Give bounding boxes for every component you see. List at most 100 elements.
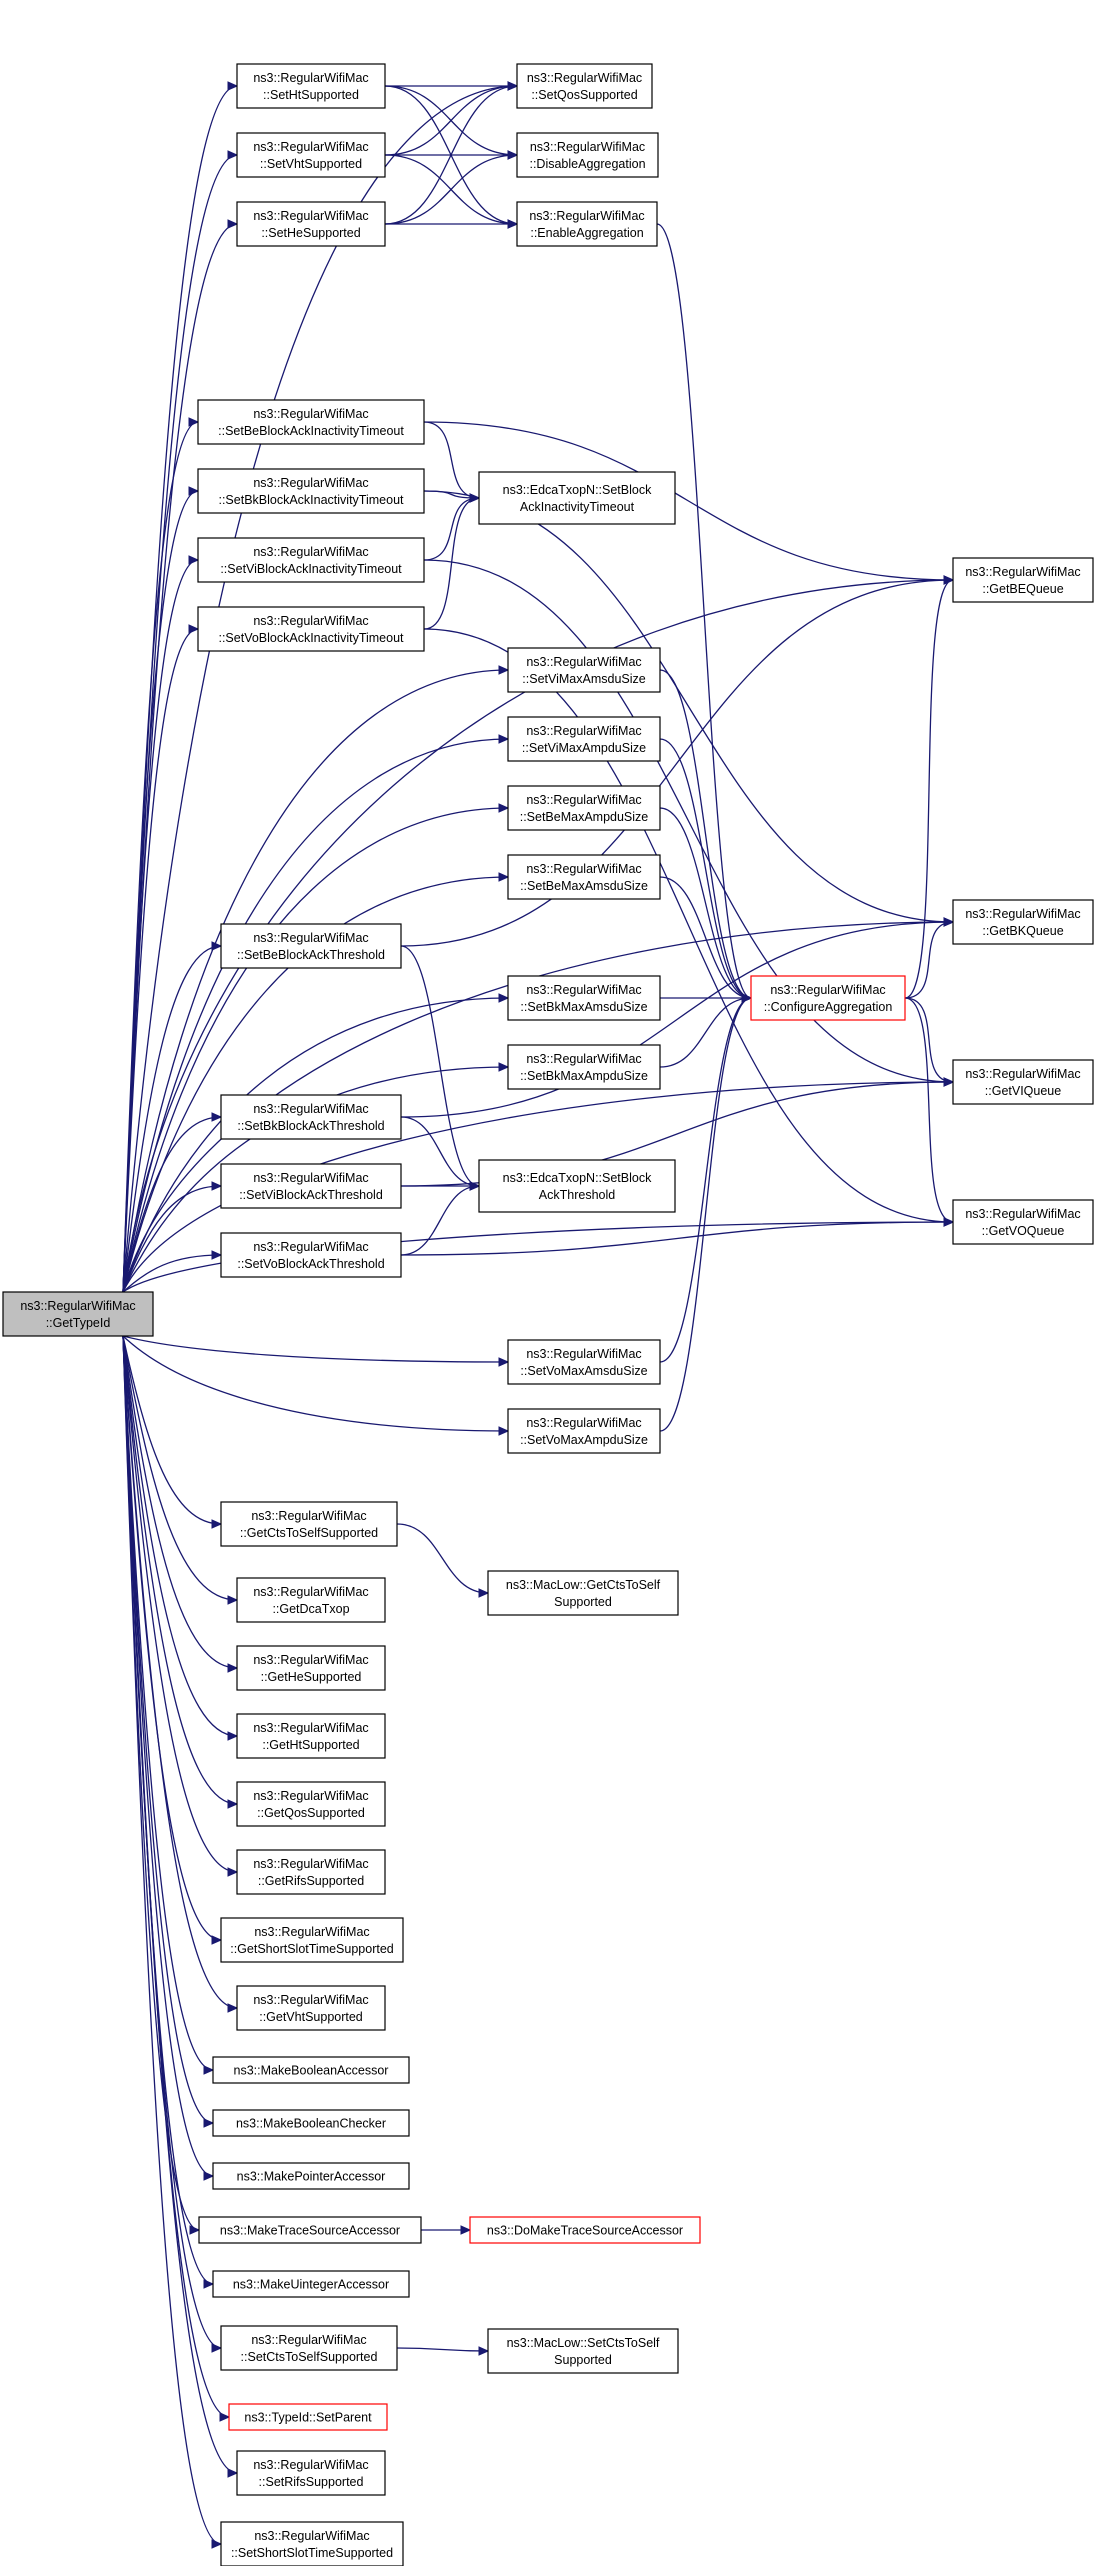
- edge-setBeBAIT-to-getBE: [423, 421, 954, 581]
- node-label-line: ::GetCtsToSelfSupported: [240, 1526, 378, 1540]
- edge-setBkBAT-to-getBK: [400, 921, 954, 1118]
- node-setHe[interactable]: ns3::RegularWifiMac::SetHeSupported: [236, 201, 386, 247]
- node-label-line: ns3::RegularWifiMac: [253, 614, 368, 628]
- node-doMakeTrace[interactable]: ns3::DoMakeTraceSourceAccessor: [469, 2216, 701, 2244]
- node-label-line: ::GetVIQueue: [985, 1084, 1061, 1098]
- arrowhead-setBkBAIT: [188, 486, 200, 496]
- node-root[interactable]: ns3::RegularWifiMac::GetTypeId: [2, 1291, 154, 1337]
- node-makeUintAcc[interactable]: ns3::MakeUintegerAccessor: [212, 2270, 410, 2298]
- node-edcaBAIT[interactable]: ns3::EdcaTxopN::SetBlockAckInactivityTim…: [478, 471, 676, 525]
- node-disableAgg[interactable]: ns3::RegularWifiMac::DisableAggregation: [516, 132, 659, 178]
- node-configAgg[interactable]: ns3::RegularWifiMac::ConfigureAggregatio…: [750, 975, 906, 1021]
- arrowhead-configAgg: [741, 993, 753, 1003]
- arrowhead-setBeBAIT: [188, 417, 200, 427]
- node-setHt[interactable]: ns3::RegularWifiMac::SetHtSupported: [236, 63, 386, 109]
- node-setCts[interactable]: ns3::RegularWifiMac::SetCtsToSelfSupport…: [220, 2325, 398, 2371]
- node-getDca[interactable]: ns3::RegularWifiMac::GetDcaTxop: [236, 1577, 386, 1623]
- node-setRifs[interactable]: ns3::RegularWifiMac::SetRifsSupported: [236, 2450, 386, 2496]
- node-setVoBAT[interactable]: ns3::RegularWifiMac::SetVoBlockAckThresh…: [220, 1232, 402, 1278]
- node-box: [236, 2450, 386, 2496]
- node-makeTraceAcc[interactable]: ns3::MakeTraceSourceAccessor: [198, 2216, 422, 2244]
- node-getVht[interactable]: ns3::RegularWifiMac::GetVhtSupported: [236, 1985, 386, 2031]
- node-setQos[interactable]: ns3::RegularWifiMac::SetQosSupported: [516, 63, 653, 109]
- node-label-line: ::GetVhtSupported: [259, 2010, 363, 2024]
- edges-layer: [122, 81, 955, 2549]
- node-setBeAmsdu[interactable]: ns3::RegularWifiMac::SetBeMaxAmsduSize: [507, 854, 661, 900]
- node-getVO[interactable]: ns3::RegularWifiMac::GetVOQueue: [952, 1199, 1094, 1245]
- node-label-line: ns3::RegularWifiMac: [253, 1585, 368, 1599]
- node-box: [212, 2270, 410, 2298]
- node-setViBAT[interactable]: ns3::RegularWifiMac::SetViBlockAckThresh…: [220, 1163, 402, 1209]
- edge-root-to-setBeBAIT: [122, 421, 199, 1293]
- arrowhead-setViBAT: [211, 1181, 223, 1191]
- node-setVoAmpdu[interactable]: ns3::RegularWifiMac::SetVoMaxAmpduSize: [507, 1408, 661, 1454]
- node-makeBoolAcc[interactable]: ns3::MakeBooleanAccessor: [212, 2056, 410, 2084]
- node-label-line: ns3::MakePointerAccessor: [237, 2170, 386, 2184]
- node-box: [212, 2162, 410, 2190]
- node-setVoBAIT[interactable]: ns3::RegularWifiMac::SetVoBlockAckInacti…: [197, 606, 425, 652]
- edge-root-to-setViAmsdu: [122, 669, 509, 1293]
- node-setViBAIT[interactable]: ns3::RegularWifiMac::SetViBlockAckInacti…: [197, 537, 425, 583]
- edge-configAgg-to-getBE: [904, 579, 954, 999]
- node-setBkAmpdu[interactable]: ns3::RegularWifiMac::SetBkMaxAmpduSize: [507, 1044, 661, 1090]
- node-enableAgg[interactable]: ns3::RegularWifiMac::EnableAggregation: [516, 201, 658, 247]
- arrowhead-setShortSlot: [211, 2539, 223, 2549]
- node-setViAmsdu[interactable]: ns3::RegularWifiMac::SetViMaxAmsduSize: [507, 647, 661, 693]
- node-setViAmpdu[interactable]: ns3::RegularWifiMac::SetViMaxAmpduSize: [507, 716, 661, 762]
- node-setBkBAT[interactable]: ns3::RegularWifiMac::SetBkBlockAckThresh…: [220, 1094, 402, 1140]
- node-setParent[interactable]: ns3::TypeId::SetParent: [228, 2403, 388, 2431]
- node-label-line: ::GetBKQueue: [982, 924, 1063, 938]
- node-label-line: ::SetCtsToSelfSupported: [241, 2350, 378, 2364]
- node-setVht[interactable]: ns3::RegularWifiMac::SetVhtSupported: [236, 132, 386, 178]
- node-macLowGetCts[interactable]: ns3::MacLow::GetCtsToSelfSupported: [487, 1570, 679, 1616]
- node-box: [236, 1713, 386, 1759]
- node-getBE[interactable]: ns3::RegularWifiMac::GetBEQueue: [952, 557, 1094, 603]
- edge-setBkBAT-to-edcaBAT: [400, 1116, 480, 1187]
- edge-root-to-setVoBAT: [122, 1254, 222, 1293]
- arrowhead-getHe: [227, 1663, 239, 1673]
- edge-root-to-setVoAmpdu: [122, 1335, 509, 1432]
- arrowhead-enableAgg: [507, 219, 519, 229]
- node-getHt[interactable]: ns3::RegularWifiMac::GetHtSupported: [236, 1713, 386, 1759]
- edge-setBeBAT-to-getBE: [400, 579, 954, 947]
- node-label-line: ns3::RegularWifiMac: [253, 931, 368, 945]
- edge-root-to-makePtrAcc: [122, 1335, 214, 2177]
- node-setVoAmsdu[interactable]: ns3::RegularWifiMac::SetVoMaxAmsduSize: [507, 1339, 661, 1385]
- node-label-line: ::GetTypeId: [46, 1316, 111, 1330]
- node-setBeBAT[interactable]: ns3::RegularWifiMac::SetBeBlockAckThresh…: [220, 923, 402, 969]
- node-getQos[interactable]: ns3::RegularWifiMac::GetQosSupported: [236, 1781, 386, 1827]
- node-setBeBAIT[interactable]: ns3::RegularWifiMac::SetBeBlockAckInacti…: [197, 399, 425, 445]
- arrowhead-doMakeTrace: [460, 2225, 472, 2235]
- node-getRifs[interactable]: ns3::RegularWifiMac::GetRifsSupported: [236, 1849, 386, 1895]
- node-makePtrAcc[interactable]: ns3::MakePointerAccessor: [212, 2162, 410, 2190]
- node-macLowSetCts[interactable]: ns3::MacLow::SetCtsToSelfSupported: [487, 2328, 679, 2374]
- node-setBeAmpdu[interactable]: ns3::RegularWifiMac::SetBeMaxAmpduSize: [507, 785, 661, 831]
- node-makeBoolChk[interactable]: ns3::MakeBooleanChecker: [212, 2109, 410, 2137]
- edge-configAgg-to-getBK: [904, 921, 954, 999]
- node-box: [236, 63, 386, 109]
- node-label-line: ns3::RegularWifiMac: [251, 2333, 366, 2347]
- node-label-line: ::GetVOQueue: [982, 1224, 1065, 1238]
- node-setBkBAIT[interactable]: ns3::RegularWifiMac::SetBkBlockAckInacti…: [197, 468, 425, 514]
- arrowhead-makeTraceAcc: [189, 2225, 201, 2235]
- node-box: [952, 557, 1094, 603]
- node-setBkAmsdu[interactable]: ns3::RegularWifiMac::SetBkMaxAmsduSize: [507, 975, 661, 1021]
- node-label-line: ::EnableAggregation: [530, 226, 643, 240]
- arrowhead-makePtrAcc: [203, 2171, 215, 2181]
- node-getCts[interactable]: ns3::RegularWifiMac::GetCtsToSelfSupport…: [220, 1501, 398, 1547]
- node-label-line: ns3::RegularWifiMac: [526, 1347, 641, 1361]
- node-label-line: ns3::RegularWifiMac: [526, 1416, 641, 1430]
- arrowhead-edcaBAIT: [469, 493, 481, 503]
- arrowhead-makeUintAcc: [203, 2279, 215, 2289]
- node-getBK[interactable]: ns3::RegularWifiMac::GetBKQueue: [952, 899, 1094, 945]
- node-setShortSlot[interactable]: ns3::RegularWifiMac::SetShortSlotTimeSup…: [220, 2521, 404, 2566]
- node-getVI[interactable]: ns3::RegularWifiMac::GetVIQueue: [952, 1059, 1094, 1105]
- node-getShortSlot[interactable]: ns3::RegularWifiMac::GetShortSlotTimeSup…: [220, 1917, 404, 1963]
- node-box: [220, 923, 402, 969]
- node-label-line: ::GetRifsSupported: [258, 1874, 364, 1888]
- edge-root-to-getCts: [122, 1335, 222, 1525]
- arrowhead-macLowGetCts: [478, 1588, 490, 1598]
- node-getHe[interactable]: ns3::RegularWifiMac::GetHeSupported: [236, 1645, 386, 1691]
- node-label-line: ns3::RegularWifiMac: [254, 2529, 369, 2543]
